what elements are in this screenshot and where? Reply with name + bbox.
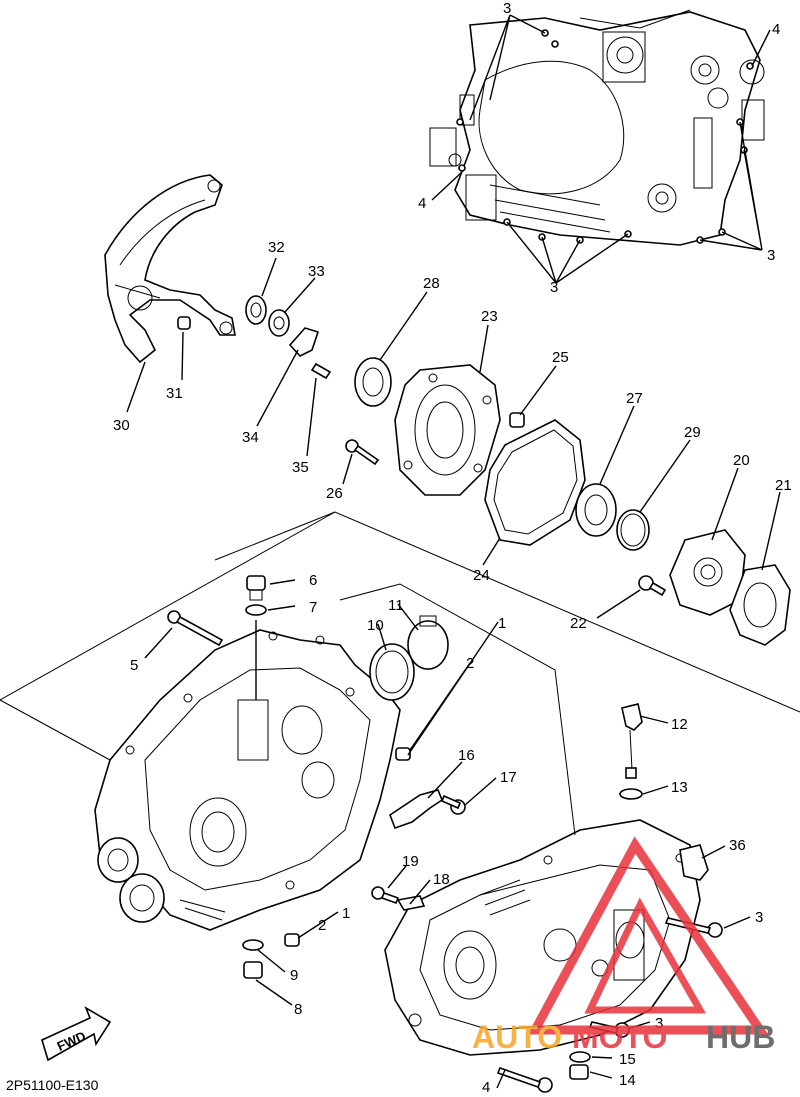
callout-14: 14 (619, 1072, 636, 1089)
gasket-21 (729, 564, 791, 646)
crankcase-left-half (94, 629, 401, 931)
bearing-33 (268, 309, 290, 337)
cover-30 (104, 174, 236, 364)
callout-19: 19 (402, 853, 419, 870)
callout-35: 35 (292, 459, 309, 476)
washer-7 (245, 604, 267, 616)
clamp-11 (407, 615, 449, 670)
callout-labels: 3 4 4 3 3 32 33 28 23 25 27 29 20 21 31 … (113, 0, 792, 1096)
plate-34 (288, 327, 320, 357)
callout-18: 18 (433, 871, 450, 888)
callout-4-top-right: 4 (772, 21, 780, 38)
callout-16: 16 (458, 747, 475, 764)
bolt-4-bottom (496, 1066, 553, 1093)
callout-10: 10 (367, 617, 384, 634)
oil-seal-28 (354, 357, 392, 407)
drain-plug-6 (246, 575, 266, 601)
callout-28: 28 (423, 275, 440, 292)
callout-3-top: 3 (503, 0, 511, 17)
leader-lines (126, 257, 781, 1089)
washer-9 (242, 939, 264, 951)
retainer-20 (669, 529, 746, 616)
fwd-arrow: FWD (41, 1006, 112, 1062)
callout-17: 17 (500, 769, 517, 786)
watermark-triangle-inner (584, 897, 707, 1014)
callout-3-right: 3 (767, 247, 775, 264)
oil-seal-27 (575, 483, 617, 537)
bolt-26 (345, 439, 380, 466)
crankcase-inner-view (429, 9, 765, 246)
callout-32: 32 (268, 239, 285, 256)
washer-15 (569, 1051, 591, 1063)
callout-1-lower: 1 (342, 905, 350, 922)
bearing-32 (245, 295, 267, 325)
screw-22 (638, 575, 667, 597)
callout-25: 25 (552, 349, 569, 366)
callout-21: 21 (775, 477, 792, 494)
dowel-1-2-lower (284, 933, 300, 947)
case-cover-23 (394, 364, 501, 496)
watermark-hub: HUB (706, 1019, 775, 1055)
plug-14 (569, 1064, 589, 1080)
callout-30: 30 (113, 417, 130, 434)
callout-15: 15 (619, 1051, 636, 1068)
callout-27: 27 (626, 390, 643, 407)
sender-12 (621, 703, 643, 779)
callout-1-upper: 1 (498, 615, 506, 632)
watermark-triangle-outer (527, 836, 769, 1035)
watermark-auto: AUTO (472, 1019, 562, 1055)
bolt-19 (371, 886, 400, 905)
gasket-24 (484, 419, 586, 546)
assembly-outline (0, 511, 800, 836)
o-ring-10 (369, 643, 415, 701)
callout-3-bottom: 3 (550, 279, 558, 296)
callout-4-bottom: 4 (482, 1079, 490, 1096)
bolt-17 (440, 794, 466, 815)
drain-plug-8 (243, 961, 263, 979)
callout-7: 7 (309, 599, 317, 616)
callout-31: 31 (166, 385, 183, 402)
bracket-36 (679, 844, 709, 881)
callout-26: 26 (326, 485, 343, 502)
screw-35 (310, 362, 332, 380)
stud-bolt-5 (167, 610, 224, 647)
watermark-moto: MOTO (572, 1019, 667, 1055)
callout-13: 13 (671, 779, 688, 796)
callout-5: 5 (130, 657, 138, 674)
callout-29: 29 (684, 424, 701, 441)
callout-8: 8 (294, 1001, 302, 1018)
callout-24: 24 (473, 567, 490, 584)
callout-12: 12 (671, 716, 688, 733)
diagram-code: 2P51100-E130 (6, 1077, 99, 1093)
callout-2-lower: 2 (318, 917, 326, 934)
dowel-31 (177, 316, 191, 330)
callout-11: 11 (388, 597, 404, 614)
plate-16 (389, 789, 443, 830)
callout-33: 33 (308, 263, 325, 280)
callout-20: 20 (733, 452, 750, 469)
callout-36: 36 (729, 837, 746, 854)
leader-lines-top (431, 14, 771, 284)
callout-3-mid-right: 3 (755, 909, 763, 926)
callout-34: 34 (242, 429, 259, 446)
callout-4-left: 4 (418, 195, 426, 212)
o-ring-13 (619, 788, 643, 800)
callout-9: 9 (290, 967, 298, 984)
automotohub-watermark: AUTO MOTO HUB (472, 836, 775, 1055)
callout-6: 6 (309, 572, 317, 589)
callout-3-lower: 3 (655, 1015, 663, 1032)
callout-23: 23 (481, 308, 498, 325)
dowel-25 (509, 412, 525, 428)
callout-2-upper: 2 (466, 655, 474, 672)
circlip-29 (616, 509, 650, 551)
dowel-1-2 (395, 747, 411, 761)
callout-22: 22 (570, 615, 587, 632)
